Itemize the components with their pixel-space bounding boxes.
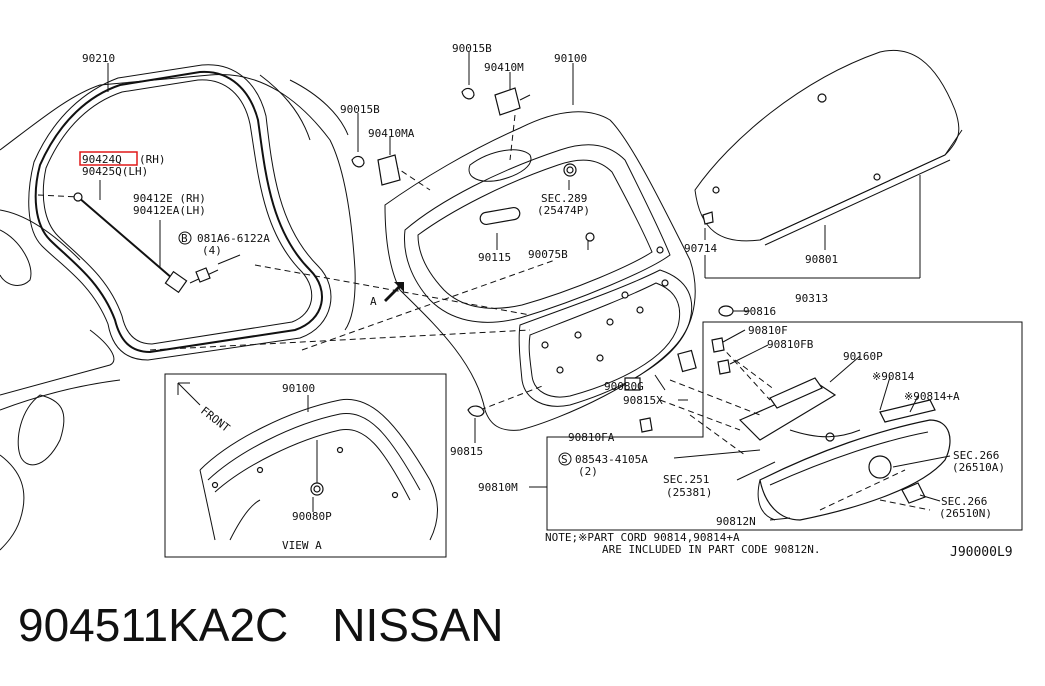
- label-90015b-a: 90015B: [452, 42, 492, 55]
- label-90815: 90815: [450, 445, 483, 458]
- label-90412ea: 90412EA(LH): [133, 204, 206, 217]
- screw-circle-icon: [558, 452, 572, 466]
- label-90015b-b: 90015B: [340, 103, 380, 116]
- bolt-081a6: [189, 254, 241, 284]
- glass-bracket-lines: [704, 175, 921, 279]
- label-90814a: ※90814+A: [904, 390, 960, 403]
- label-90810m: 90810M: [478, 481, 518, 494]
- back-door-90100: [384, 111, 696, 431]
- label-screw-circle: S: [561, 453, 568, 466]
- label-90425q: 90425Q(LH): [82, 165, 148, 178]
- part-caption: 904511KA2C NISSAN: [18, 598, 548, 652]
- label-90410ma: 90410MA: [368, 127, 415, 140]
- diagram-code: J90000L9: [950, 545, 1013, 560]
- highlight-box: [79, 151, 138, 166]
- label-90115: 90115: [478, 251, 511, 264]
- label-bolt-circle: B: [181, 232, 188, 245]
- door-guide-lines: [149, 114, 556, 411]
- brand-name: NISSAN: [332, 599, 504, 651]
- label-90080g: 90080G: [604, 380, 644, 393]
- label-sec266n: SEC.266: [941, 495, 987, 508]
- spoiler-90812n: [757, 399, 951, 521]
- label-90814: ※90814: [872, 370, 915, 383]
- hinge-90410m: [461, 87, 531, 116]
- note-line-1: NOTE;※PART CORD 90814,90814+A: [545, 531, 740, 544]
- label-arrow-a: A: [370, 295, 377, 308]
- label-90424q: 90424Q: [82, 153, 122, 166]
- stop-lamp-90160p: [738, 377, 861, 442]
- label-90801: 90801: [805, 253, 838, 266]
- label-90812n: 90812N: [716, 515, 756, 528]
- label-sec251: SEC.251: [663, 473, 709, 486]
- inset-label-90100: 90100: [282, 382, 315, 395]
- inset-label-front: FRONT: [198, 404, 232, 435]
- label-90075b: 90075B: [528, 248, 568, 261]
- label-screw-code: 08543-4105A: [575, 453, 648, 466]
- back-glass-90801: [694, 49, 963, 246]
- weatherstrip-90210: [28, 64, 332, 361]
- part-number: 904511KA2C: [18, 599, 289, 651]
- label-90100: 90100: [554, 52, 587, 65]
- door-clips: [541, 232, 669, 374]
- label-90313: 90313: [795, 292, 828, 305]
- part-labels: 90210 90424Q (RH) 90425Q(LH) 90412E (RH)…: [79, 42, 1013, 560]
- car-body-outline: [0, 73, 356, 551]
- label-bolt-code: 081A6-6122A: [197, 232, 270, 245]
- label-sec251-code: (25381): [666, 486, 712, 499]
- spoiler-guide-lines: [659, 344, 931, 511]
- label-sec266a-code: (26510A): [952, 461, 1005, 474]
- label-sec289-code: (25474P): [537, 204, 590, 217]
- inset-label-90080p: 90080P: [292, 510, 332, 523]
- label-90210: 90210: [82, 52, 115, 65]
- label-bolt-qty: (4): [202, 244, 222, 257]
- misc-parts: [467, 305, 734, 433]
- label-90424q-side: (RH): [139, 153, 166, 166]
- note-line-2: ARE INCLUDED IN PART CODE 90812N.: [602, 543, 821, 556]
- inset-label-view-a: VIEW A: [282, 539, 322, 552]
- label-90810fb: 90810FB: [767, 338, 814, 351]
- bolt-circle-icon: [178, 231, 192, 245]
- view-a-inset: [164, 373, 447, 558]
- label-90714: 90714: [684, 242, 717, 255]
- spoiler-box: [546, 321, 1023, 531]
- hinge-90410ma: [351, 154, 401, 186]
- label-screw-qty: (2): [578, 465, 598, 478]
- front-arrow-icon: [177, 382, 201, 406]
- label-90160p: 90160P: [843, 350, 883, 363]
- label-90815x: 90815X: [623, 394, 663, 407]
- label-sec289: SEC.289: [541, 192, 587, 205]
- gas-stay-90424q: [37, 180, 188, 294]
- label-90410m: 90410M: [484, 61, 524, 74]
- label-90810fa: 90810FA: [568, 431, 615, 444]
- leader-lines: [107, 52, 951, 521]
- label-sec266n-code: (26510N): [939, 507, 992, 520]
- label-90412e: 90412E (RH): [133, 192, 206, 205]
- label-sec266a: SEC.266: [953, 449, 999, 462]
- label-90810f: 90810F: [748, 324, 788, 337]
- label-90816: 90816: [743, 305, 776, 318]
- arrow-a-icon: [384, 282, 404, 302]
